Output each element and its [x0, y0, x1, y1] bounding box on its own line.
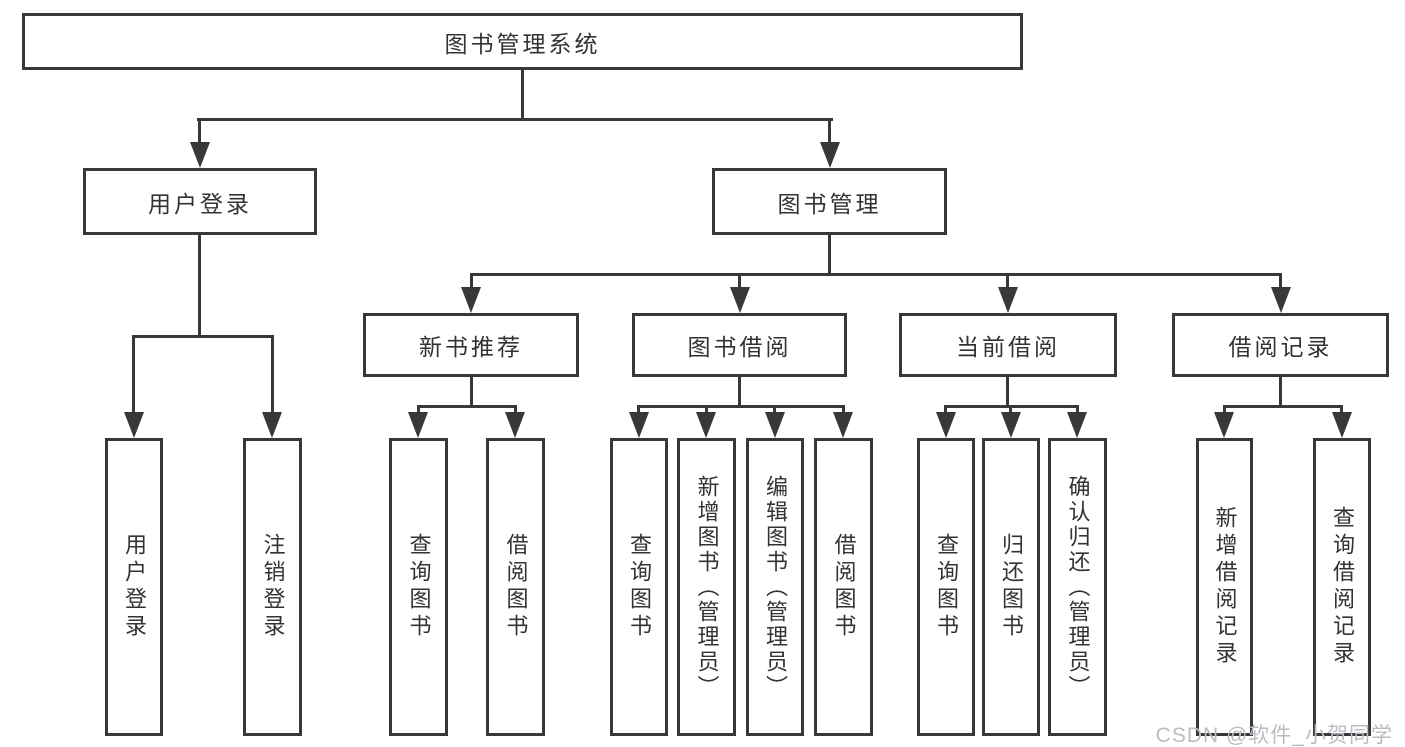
- arrow-down-icon: [833, 412, 853, 438]
- arrow-down-icon: [505, 412, 525, 438]
- connector-stub: [842, 405, 845, 417]
- arrow-down-icon: [765, 412, 785, 438]
- node-borrow-record: 借阅记录: [1172, 313, 1389, 377]
- connector-login-drop: [198, 235, 201, 335]
- arrow-down-icon: [936, 412, 956, 438]
- leaf-current-query-books: 查询图书: [917, 438, 975, 736]
- connector-current-stub: [1006, 273, 1009, 291]
- connector-borrow-stub: [738, 273, 741, 291]
- arrow-down-icon: [190, 142, 210, 168]
- arrow-down-icon: [408, 412, 428, 438]
- arrow-down-icon: [262, 412, 282, 438]
- leaf-borrow-add-books-admin: 新增图书（管理员）: [677, 438, 736, 736]
- leaf-borrow-edit-books-admin: 编辑图书（管理员）: [746, 438, 804, 736]
- arrow-down-icon: [1001, 412, 1021, 438]
- arrow-down-icon: [1214, 412, 1234, 438]
- connector-login-split: [133, 335, 273, 338]
- connector-stub: [1340, 405, 1343, 417]
- arrow-down-icon: [124, 412, 144, 438]
- leaf-login-logout: 注销登录: [243, 438, 302, 736]
- connector-stub: [514, 405, 517, 417]
- node-book-borrow: 图书借阅: [632, 313, 847, 377]
- arrow-down-icon: [461, 287, 481, 313]
- node-book-management: 图书管理: [712, 168, 947, 235]
- connector-stub: [705, 405, 708, 417]
- connector-stub: [1223, 405, 1226, 417]
- arrow-down-icon: [629, 412, 649, 438]
- connector-root-drop: [521, 70, 524, 118]
- connector-borrow-drop: [738, 377, 741, 405]
- arrow-down-icon: [1332, 412, 1352, 438]
- leaf-login-user-login: 用户登录: [105, 438, 163, 736]
- connector-current-drop: [1006, 377, 1009, 405]
- connector-recommend-stub: [470, 273, 473, 291]
- connector-record-split: [1223, 405, 1342, 408]
- node-new-book-recommend: 新书推荐: [363, 313, 579, 377]
- arrow-down-icon: [1067, 412, 1087, 438]
- arrow-down-icon: [998, 287, 1018, 313]
- connector-user-login-stub: [198, 118, 201, 148]
- arrow-down-icon: [1271, 287, 1291, 313]
- node-user-login: 用户登录: [83, 168, 317, 235]
- arrow-down-icon: [730, 287, 750, 313]
- connector-stub: [944, 405, 947, 417]
- leaf-borrow-query-books: 查询图书: [610, 438, 668, 736]
- connector-book-mgmt-drop: [828, 235, 831, 273]
- connector-borrow-split: [637, 405, 844, 408]
- leaf-borrow-borrow-books: 借阅图书: [814, 438, 873, 736]
- connector-login-leaf2-stub: [271, 335, 274, 415]
- connector-stub: [637, 405, 640, 417]
- connector-level2-split: [197, 118, 833, 121]
- connector-stub: [773, 405, 776, 417]
- arrow-down-icon: [820, 142, 840, 168]
- connector-level3-split: [470, 273, 1281, 276]
- connector-stub: [417, 405, 420, 417]
- csdn-watermark: CSDN @软件_小贺同学: [1155, 724, 1393, 747]
- arrow-down-icon: [696, 412, 716, 438]
- leaf-recommend-query-books: 查询图书: [389, 438, 448, 736]
- connector-stub: [1009, 405, 1012, 417]
- connector-record-stub: [1279, 273, 1282, 291]
- node-current-borrow: 当前借阅: [899, 313, 1117, 377]
- leaf-current-confirm-return-admin: 确认归还（管理员）: [1048, 438, 1107, 736]
- leaf-record-add-borrow-record: 新增借阅记录: [1196, 438, 1253, 736]
- connector-login-leaf1-stub: [132, 335, 135, 415]
- leaf-recommend-borrow-books: 借阅图书: [486, 438, 545, 736]
- leaf-current-return-books: 归还图书: [982, 438, 1040, 736]
- connector-book-mgmt-stub: [828, 118, 831, 148]
- root-node-library-system: 图书管理系统: [22, 13, 1023, 70]
- connector-record-drop: [1279, 377, 1282, 405]
- leaf-record-query-borrow-record: 查询借阅记录: [1313, 438, 1371, 736]
- connector-recommend-split: [417, 405, 516, 408]
- connector-recommend-drop: [470, 377, 473, 405]
- connector-stub: [1076, 405, 1079, 417]
